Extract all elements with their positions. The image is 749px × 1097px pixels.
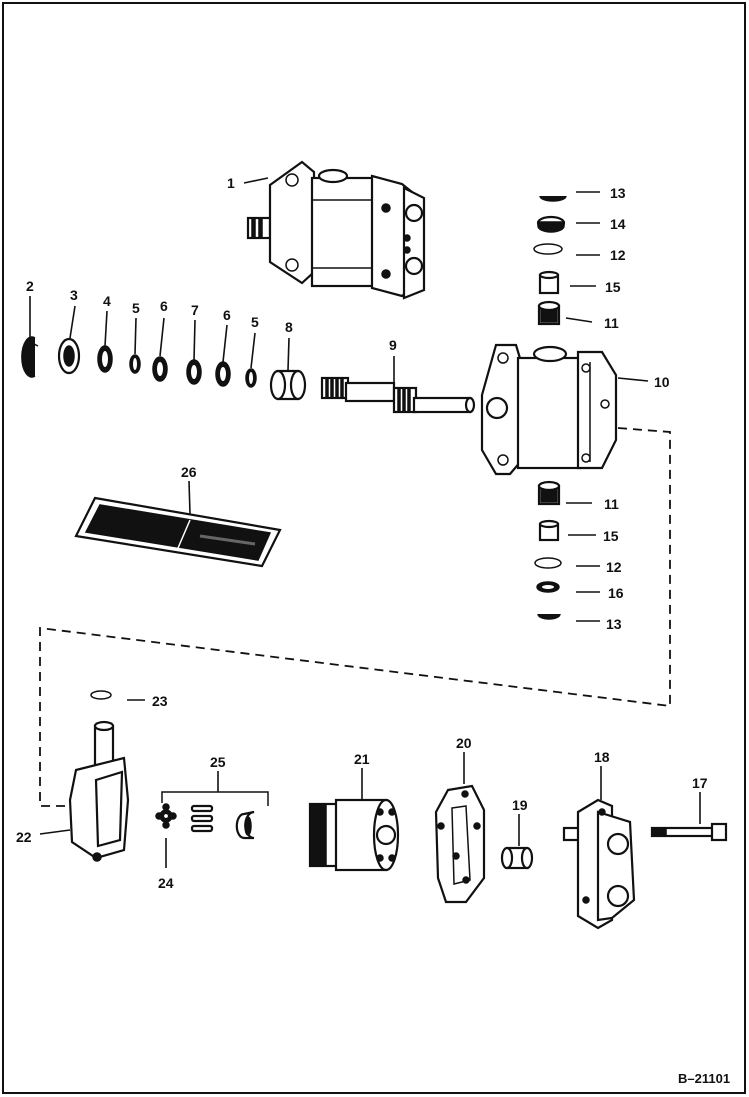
callout-18: 18 [594,749,610,765]
gasket-icon [434,784,486,904]
washer-icon [186,359,202,385]
figure-reference-code: B–21101 [678,1071,730,1086]
callout-7: 7 [191,302,199,318]
housing-icon [480,343,618,476]
leader-lines [29,177,701,868]
pin-kit-icon [161,791,269,840]
callout-4: 4 [103,293,111,309]
seal-kit-icon [74,496,282,568]
bushing-icon [538,270,560,295]
needle-bearing-icon [537,480,561,506]
callout-13-bottom: 13 [606,616,622,632]
callout-12-bottom: 12 [606,559,622,575]
washer-icon [152,356,168,382]
washer-icon [215,361,231,387]
callout-1: 1 [227,175,235,191]
callout-3: 3 [70,287,78,303]
callout-15-bottom: 15 [603,528,619,544]
o-ring-icon [534,557,562,569]
callout-8: 8 [285,319,293,335]
callout-14: 14 [610,216,626,232]
callout-26: 26 [181,464,197,480]
rotating-group-icon [308,798,400,872]
washer-icon [536,581,560,593]
callout-11-bottom: 11 [604,496,619,512]
needle-bearing-icon [537,300,561,326]
bearing-icon [500,846,534,870]
snap-ring-icon [21,336,39,378]
swashplate-icon [68,720,130,862]
callout-5: 5 [132,300,140,316]
bolt-icon [650,822,728,842]
hydrostatic-motor-icon [246,160,426,300]
callout-12-top: 12 [610,247,626,263]
callout-2: 2 [26,278,34,294]
callout-15-top: 15 [605,279,621,295]
bushing-icon [538,519,560,542]
callout-17: 17 [692,775,708,791]
callout-6: 6 [160,298,168,314]
bearing-icon [269,369,307,401]
callout-24: 24 [158,875,174,891]
callout-11-top: 11 [604,315,619,331]
snap-ring-icon [245,368,257,388]
callout-9: 9 [389,337,397,353]
cap-icon [536,215,566,233]
end-cover-icon [562,798,636,930]
callout-21: 21 [354,751,370,767]
callout-5b: 5 [251,314,259,330]
callout-20: 20 [456,735,472,751]
o-ring-icon [533,243,563,255]
callout-labels: 1 2 3 4 5 6 7 6 5 8 9 10 11 11 12 12 13 … [16,175,708,891]
callout-16: 16 [608,585,624,601]
o-ring-icon [90,690,112,700]
assembly-flow-line [39,427,671,807]
seal-icon [57,337,81,375]
callout-6b: 6 [223,307,231,323]
callout-13-top: 13 [610,185,626,201]
callout-25: 25 [210,754,226,770]
callout-22: 22 [16,829,32,845]
callout-19: 19 [512,797,528,813]
washer-icon [97,345,113,373]
retainer-icon [155,803,177,829]
callout-10: 10 [654,374,670,390]
shaft-icon [320,376,476,414]
snap-ring-icon [539,195,567,202]
snap-ring-icon [537,613,561,620]
snap-ring-icon [129,354,141,374]
callout-23: 23 [152,693,168,709]
